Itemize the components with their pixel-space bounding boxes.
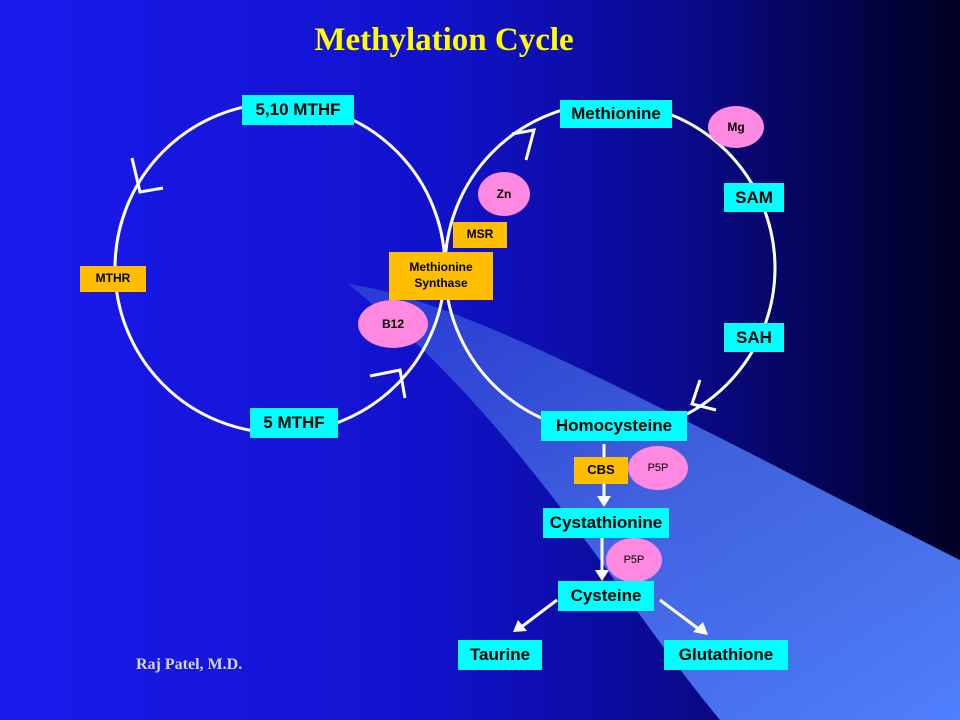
node-cystathionine: Cystathionine [543,508,669,538]
enzyme-methionine-synthase-line2: Synthase [414,276,468,290]
node-taurine: Taurine [458,640,542,670]
folate-arrowhead-bottom [369,368,407,399]
node-5-10-mthf: 5,10 MTHF [242,95,354,125]
enzyme-cbs: CBS [574,457,628,484]
enzyme-methionine-synthase: Methionine Synthase [389,252,493,300]
node-sam: SAM [724,183,784,212]
cofactor-b12: B12 [358,300,428,348]
arrow-cysteine-glutathione [659,598,701,632]
enzyme-msr: MSR [453,222,507,248]
methionine-arrowhead-top [511,128,537,161]
page-title: Methylation Cycle [314,22,574,58]
cofactor-zn: Zn [478,172,530,216]
cofactor-p5p-cystathionine: P5P [606,538,662,582]
author-credit: Raj Patel, M.D. [136,656,243,673]
cofactor-p5p-cbs: P5P [628,446,688,490]
node-cysteine: Cysteine [558,581,654,611]
cofactor-mg: Mg [708,106,764,148]
node-5-mthf: 5 MTHF [250,408,338,438]
methionine-arrowhead-bottom [690,379,717,412]
node-methionine: Methionine [560,100,672,128]
enzyme-methionine-synthase-line1: Methionine [409,260,473,275]
folate-arrowhead-top [130,157,164,194]
arrow-cysteine-taurine [519,598,558,630]
node-glutathione: Glutathione [664,640,788,670]
enzyme-mthr: MTHR [80,266,146,292]
node-homocysteine: Homocysteine [541,411,687,441]
methionine-cycle-ring [443,101,777,435]
node-sah: SAH [724,323,784,352]
